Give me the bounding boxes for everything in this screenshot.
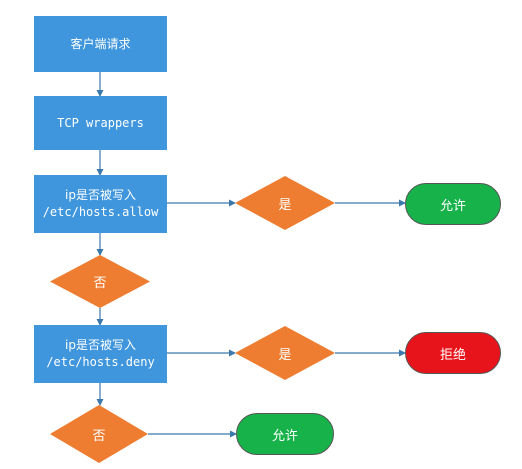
tcp-wrappers-box: TCP wrappers	[34, 96, 167, 150]
deny-result-terminal: 拒绝	[405, 332, 501, 374]
allow-result-terminal: 允许	[405, 183, 501, 225]
allow-yes-decision: 是	[235, 176, 335, 230]
allow-no-decision: 否	[50, 255, 150, 308]
deny-result-label: 拒绝	[439, 347, 466, 363]
client-request-box: 客户端请求	[34, 16, 167, 72]
deny-check-label-line2: /etc/hosts.deny	[46, 355, 155, 369]
final-allow-terminal: 允许	[236, 413, 334, 455]
allow-check-box: ip是否被写入 /etc/hosts.allow	[34, 175, 167, 233]
client-request-label: 客户端请求	[70, 36, 131, 51]
deny-check-label-line1: ip是否被写入	[65, 338, 136, 352]
deny-yes-label: 是	[278, 347, 292, 363]
tcp-wrappers-label: TCP wrappers	[57, 115, 144, 130]
allow-no-label: 否	[93, 276, 107, 291]
allow-yes-label: 是	[278, 197, 292, 213]
deny-check-box: ip是否被写入 /etc/hosts.deny	[34, 325, 167, 383]
deny-no-decision: 否	[50, 405, 148, 463]
final-allow-label: 允许	[271, 428, 298, 444]
deny-yes-decision: 是	[235, 326, 335, 380]
allow-check-label-line1: ip是否被写入	[65, 188, 136, 202]
deny-no-label: 否	[92, 428, 106, 444]
allow-result-label: 允许	[439, 198, 466, 214]
allow-check-label-line2: /etc/hosts.allow	[42, 205, 159, 219]
